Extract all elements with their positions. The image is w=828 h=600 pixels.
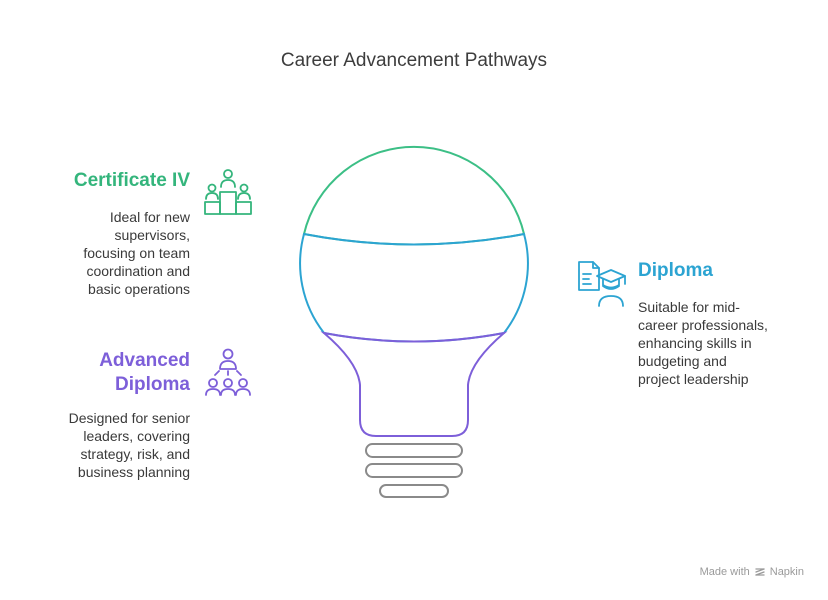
bulb-neck-segment xyxy=(320,331,508,437)
leader-team-icon xyxy=(205,348,251,396)
diploma-description: Suitable for mid- career professionals, … xyxy=(638,298,818,388)
diploma-desc-line: project leadership xyxy=(638,371,749,387)
advanced-desc-line: business planning xyxy=(77,464,190,480)
diploma-desc-line: enhancing skills in xyxy=(638,335,752,351)
diploma-heading: Diploma xyxy=(638,260,713,281)
diagram-title: Career Advancement Pathways xyxy=(280,50,548,71)
bulb-top-segment xyxy=(302,145,526,246)
certificate-desc-line: Ideal for new xyxy=(109,209,190,225)
certificate-desc-line: basic operations xyxy=(88,281,190,297)
diploma-desc-line: budgeting and xyxy=(638,353,727,369)
watermark-brand: Napkin xyxy=(769,566,804,578)
napkin-logo-icon xyxy=(755,568,765,576)
advanced-desc-line: Designed for senior xyxy=(68,410,190,426)
graduate-document-icon xyxy=(578,261,626,307)
light-bulb-graphic xyxy=(299,145,529,498)
certificate-description: Ideal for new supervisors, focusing on t… xyxy=(40,208,190,298)
advanced-desc-line: leaders, covering xyxy=(83,428,190,444)
certificate-desc-line: coordination and xyxy=(86,263,190,279)
diploma-desc-line: career professionals, xyxy=(638,317,768,333)
bulb-base-ring xyxy=(365,443,463,458)
certificate-desc-line: focusing on team xyxy=(83,245,190,261)
bulb-middle-segment xyxy=(299,232,529,343)
podium-people-icon xyxy=(204,169,252,215)
advanced-diploma-description: Designed for senior leaders, covering st… xyxy=(40,409,190,481)
advanced-heading-line: Diploma xyxy=(115,374,190,395)
certificate-heading: Certificate IV xyxy=(73,170,190,191)
bulb-base-ring xyxy=(365,463,463,478)
advanced-heading-line: Advanced xyxy=(99,350,190,371)
advanced-desc-line: strategy, risk, and xyxy=(80,446,190,462)
certificate-desc-line: supervisors, xyxy=(114,227,190,243)
diploma-desc-line: Suitable for mid- xyxy=(638,299,740,315)
bulb-base-ring xyxy=(379,484,449,498)
watermark: Made with Napkin xyxy=(700,566,804,578)
watermark-prefix: Made with xyxy=(699,566,750,578)
advanced-diploma-heading: Advanced Diploma xyxy=(40,349,190,397)
